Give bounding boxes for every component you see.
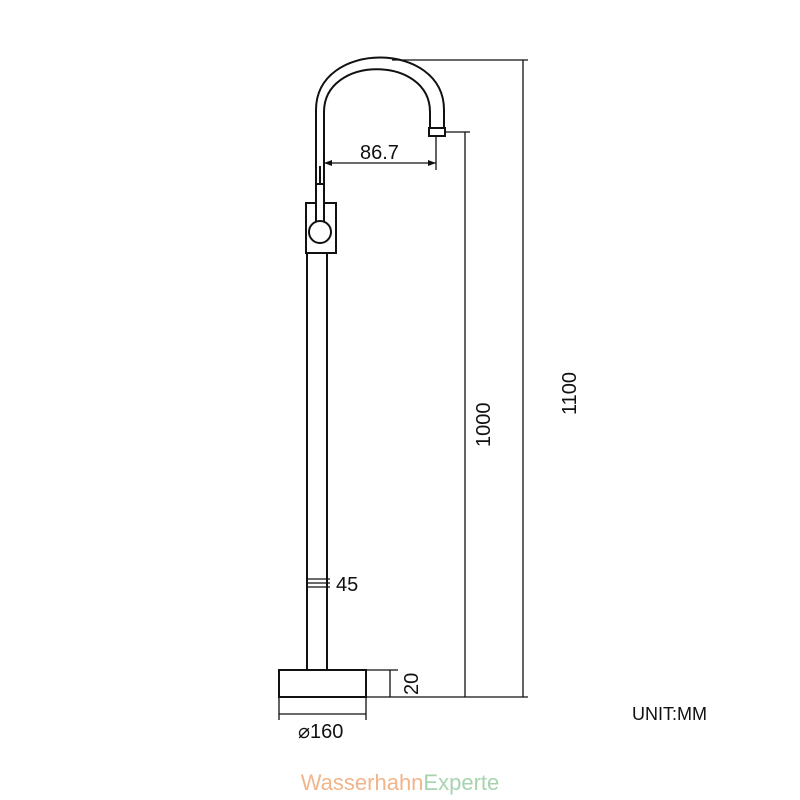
reach-arrow-right [428,160,436,166]
base-diameter-label: ⌀160 [298,721,343,743]
spout-reach-label: 86.7 [360,142,399,164]
spout-outlet [428,127,446,137]
base-thickness-label: 20 [401,673,423,695]
reach-arrow-left [324,160,332,166]
height-1000-label: 1000 [473,403,495,448]
spout-inner [323,68,431,184]
watermark: WasserhahnExperte [0,770,800,796]
handle-knob [308,220,332,244]
height-1100-label: 1100 [559,372,581,415]
watermark-part1: Wasserhahn [300,770,424,795]
watermark-part2: Experte [423,770,500,795]
spout-outer [315,56,445,184]
unit-label: UNIT:MM [632,704,707,724]
faucet-base [278,669,367,698]
handle-lever [315,183,325,225]
pipe-diameter-label: 45 [336,574,358,596]
